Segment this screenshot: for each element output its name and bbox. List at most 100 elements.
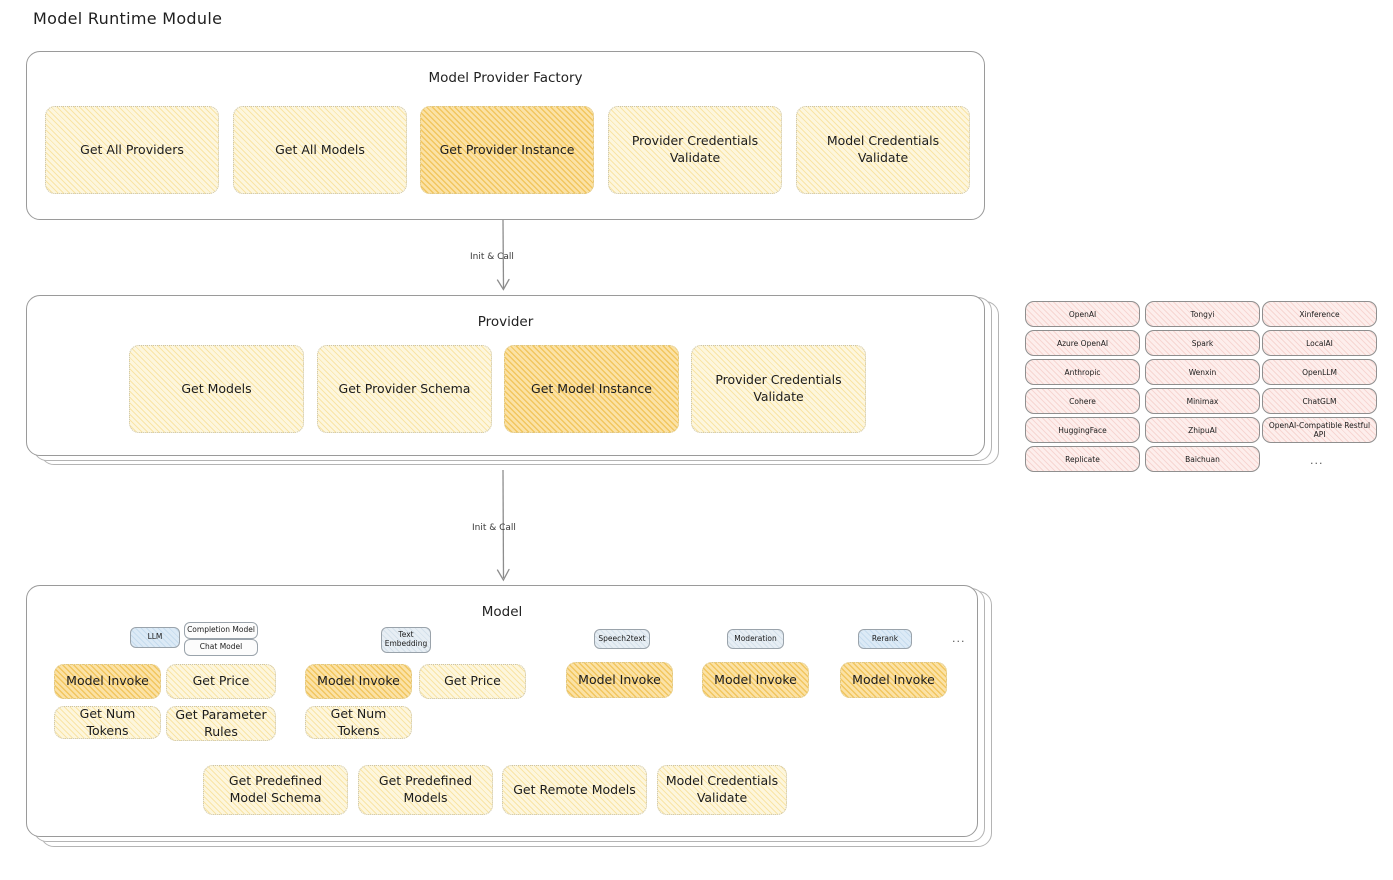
provider-chip-spark[interactable]: Spark bbox=[1145, 330, 1260, 356]
arrow-down-icon bbox=[496, 219, 510, 291]
node-label: Model Credentials Validate bbox=[826, 133, 940, 165]
tag-label: Rerank bbox=[871, 633, 899, 643]
provider-chip-openai[interactable]: OpenAI bbox=[1025, 301, 1140, 327]
node-text-embedding-get-num-tokens[interactable]: Get Num Tokens bbox=[305, 706, 412, 739]
model-type-tag-llm[interactable]: LLM bbox=[130, 627, 180, 648]
model-type-tag-rerank[interactable]: Rerank bbox=[858, 629, 912, 649]
chip-label: Anthropic bbox=[1064, 367, 1101, 377]
model-title: Model bbox=[481, 604, 523, 620]
tag-label: Chat Model bbox=[199, 642, 243, 652]
node-label: Get Model Instance bbox=[531, 380, 652, 396]
tag-label: LLM bbox=[147, 632, 163, 642]
chip-label: OpenLLM bbox=[1302, 367, 1337, 377]
model-subtype-tag-completion-model[interactable]: Completion Model bbox=[184, 622, 258, 639]
provider-chip-chatglm[interactable]: ChatGLM bbox=[1262, 388, 1377, 414]
node-get-model-instance[interactable]: Get Model Instance bbox=[504, 345, 679, 433]
chip-label: Spark bbox=[1191, 338, 1214, 348]
chip-label: OpenAI bbox=[1068, 309, 1097, 319]
model-type-tag-moderation[interactable]: Moderation bbox=[727, 629, 784, 649]
node-speech2text-model-invoke[interactable]: Model Invoke bbox=[566, 662, 673, 698]
provider-chip-anthropic[interactable]: Anthropic bbox=[1025, 359, 1140, 385]
node-model-credentials-validate-2[interactable]: Model Credentials Validate bbox=[657, 765, 787, 815]
node-get-provider-schema[interactable]: Get Provider Schema bbox=[317, 345, 492, 433]
node-llm-get-num-tokens[interactable]: Get Num Tokens bbox=[54, 706, 161, 739]
node-label: Get Remote Models bbox=[513, 781, 636, 797]
provider-chip-xinference[interactable]: Xinference bbox=[1262, 301, 1377, 327]
node-provider-credentials-validate[interactable]: Provider Credentials Validate bbox=[608, 106, 782, 194]
provider-title: Provider bbox=[477, 314, 534, 330]
node-llm-get-parameter-rules[interactable]: Get Parameter Rules bbox=[166, 706, 276, 741]
chip-label: Minimax bbox=[1186, 396, 1219, 406]
provider-chip-huggingface[interactable]: HuggingFace bbox=[1025, 417, 1140, 443]
node-get-predefined-models[interactable]: Get Predefined Models bbox=[358, 765, 493, 815]
node-label: Get All Models bbox=[275, 141, 365, 157]
provider-chip-cohere[interactable]: Cohere bbox=[1025, 388, 1140, 414]
provider-chip-replicate[interactable]: Replicate bbox=[1025, 446, 1140, 472]
node-model-credentials-validate[interactable]: Model Credentials Validate bbox=[796, 106, 970, 194]
provider-chip-baichuan[interactable]: Baichuan bbox=[1145, 446, 1260, 472]
node-label: Model Invoke bbox=[317, 673, 400, 689]
node-rerank-model-invoke[interactable]: Model Invoke bbox=[840, 662, 947, 698]
node-label: Model Invoke bbox=[714, 671, 797, 687]
chip-label: ChatGLM bbox=[1302, 396, 1337, 406]
node-label: Get Provider Instance bbox=[439, 141, 575, 157]
node-label: Get Provider Schema bbox=[338, 380, 471, 396]
model-type-tag-speech2text[interactable]: Speech2text bbox=[594, 629, 650, 649]
node-label: Provider Credentials Validate bbox=[631, 133, 759, 165]
node-get-all-models[interactable]: Get All Models bbox=[233, 106, 407, 194]
chip-label: LocalAI bbox=[1306, 338, 1333, 348]
node-moderation-model-invoke[interactable]: Model Invoke bbox=[702, 662, 809, 698]
chip-label: Replicate bbox=[1065, 454, 1100, 464]
arrow-down-icon-2 bbox=[496, 469, 510, 582]
node-label: Get Num Tokens bbox=[79, 705, 136, 738]
model-types-more-ellipsis: ... bbox=[952, 632, 966, 645]
provider-chip-zhipuai[interactable]: ZhipuAI bbox=[1145, 417, 1260, 443]
node-label: Model Invoke bbox=[578, 671, 661, 687]
arrow-provider-to-model bbox=[470, 468, 550, 588]
node-get-all-providers[interactable]: Get All Providers bbox=[45, 106, 219, 194]
node-label: Get All Providers bbox=[80, 141, 184, 157]
chip-label: Wenxin bbox=[1188, 367, 1217, 377]
provider-chip-minimax[interactable]: Minimax bbox=[1145, 388, 1260, 414]
provider-chip-openllm[interactable]: OpenLLM bbox=[1262, 359, 1377, 385]
node-llm-get-price[interactable]: Get Price bbox=[166, 664, 276, 699]
chip-label: Xinference bbox=[1299, 309, 1340, 319]
chip-label: ZhipuAI bbox=[1188, 425, 1217, 435]
arrow-factory-to-provider bbox=[470, 218, 550, 298]
node-label: Get Predefined Model Schema bbox=[228, 773, 323, 805]
provider-chip-localai[interactable]: LocalAI bbox=[1262, 330, 1377, 356]
node-text-embedding-model-invoke[interactable]: Model Invoke bbox=[305, 664, 412, 699]
model-subtype-tag-chat-model[interactable]: Chat Model bbox=[184, 639, 258, 656]
model-type-tag-text-embedding[interactable]: Text Embedding bbox=[381, 627, 431, 653]
chip-label: Tongyi bbox=[1190, 309, 1215, 319]
tag-label: Speech2text bbox=[598, 633, 646, 643]
model-provider-factory-title: Model Provider Factory bbox=[428, 70, 583, 86]
node-get-provider-instance[interactable]: Get Provider Instance bbox=[420, 106, 594, 194]
node-label: Model Credentials Validate bbox=[665, 773, 779, 805]
provider-chip-openai-compatible-restful-api[interactable]: OpenAI-Compatible Restful API bbox=[1262, 417, 1377, 443]
node-llm-model-invoke[interactable]: Model Invoke bbox=[54, 664, 161, 699]
node-label: Provider Credentials Validate bbox=[715, 372, 842, 404]
chip-label: Azure OpenAI bbox=[1056, 338, 1109, 348]
node-label: Get Parameter Rules bbox=[175, 706, 267, 739]
node-label: Get Num Tokens bbox=[330, 705, 387, 738]
chip-label: Cohere bbox=[1069, 396, 1096, 406]
node-get-remote-models[interactable]: Get Remote Models bbox=[502, 765, 647, 815]
arrow-label-init-and-call-1: Init & Call bbox=[470, 252, 514, 262]
node-label: Get Price bbox=[192, 673, 250, 689]
provider-chip-wenxin[interactable]: Wenxin bbox=[1145, 359, 1260, 385]
arrow-label-init-and-call-2: Init & Call bbox=[472, 523, 516, 533]
node-label: Get Predefined Models bbox=[378, 773, 473, 805]
page-title: Model Runtime Module bbox=[33, 9, 223, 28]
node-text-embedding-get-price[interactable]: Get Price bbox=[419, 664, 526, 699]
node-get-predefined-model-schema[interactable]: Get Predefined Model Schema bbox=[203, 765, 348, 815]
tag-label: Moderation bbox=[734, 633, 777, 643]
node-provider-credentials-validate-2[interactable]: Provider Credentials Validate bbox=[691, 345, 866, 433]
provider-chip-tongyi[interactable]: Tongyi bbox=[1145, 301, 1260, 327]
chip-label: HuggingFace bbox=[1058, 425, 1107, 435]
node-get-models[interactable]: Get Models bbox=[129, 345, 304, 433]
provider-list-more-ellipsis: ... bbox=[1310, 454, 1324, 467]
provider-chip-azure-openai[interactable]: Azure OpenAI bbox=[1025, 330, 1140, 356]
chip-label: Baichuan bbox=[1185, 454, 1220, 464]
